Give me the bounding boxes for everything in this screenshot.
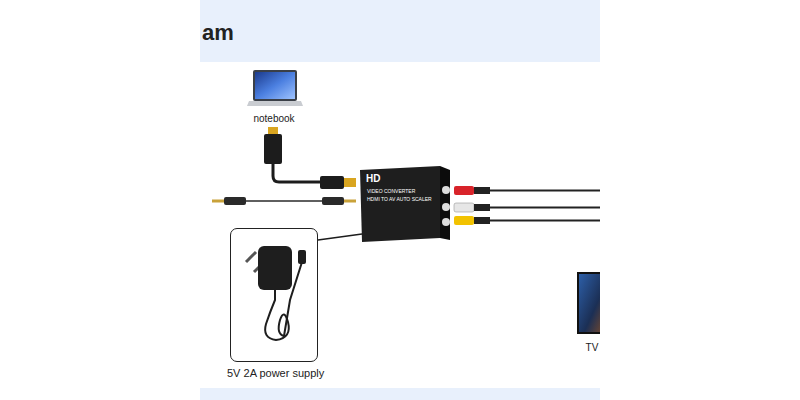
- hdmi-cable: [264, 127, 356, 189]
- audio-cable: [212, 197, 356, 205]
- notebook-icon: [247, 70, 303, 106]
- rca-cables: [454, 186, 600, 225]
- brand-mark: HD: [366, 173, 380, 185]
- converter-box: [360, 166, 450, 242]
- node-caption: 5V 2A power supply: [227, 367, 324, 380]
- device-label: notebook: [253, 113, 294, 125]
- device-print: HDMI TO AV AUTO SCALER: [367, 197, 432, 203]
- device-label: TV: [586, 342, 599, 354]
- footer-band: [200, 388, 600, 400]
- adapter-frame: 5V 2A power supply: [230, 228, 318, 362]
- power-cable: [318, 234, 362, 240]
- diagram-title: am: [202, 20, 234, 45]
- device-print: VIDEO CONVERTER: [367, 189, 415, 195]
- tv-icon: [577, 272, 600, 334]
- power-adapter: [246, 246, 306, 340]
- header-band: [200, 0, 600, 62]
